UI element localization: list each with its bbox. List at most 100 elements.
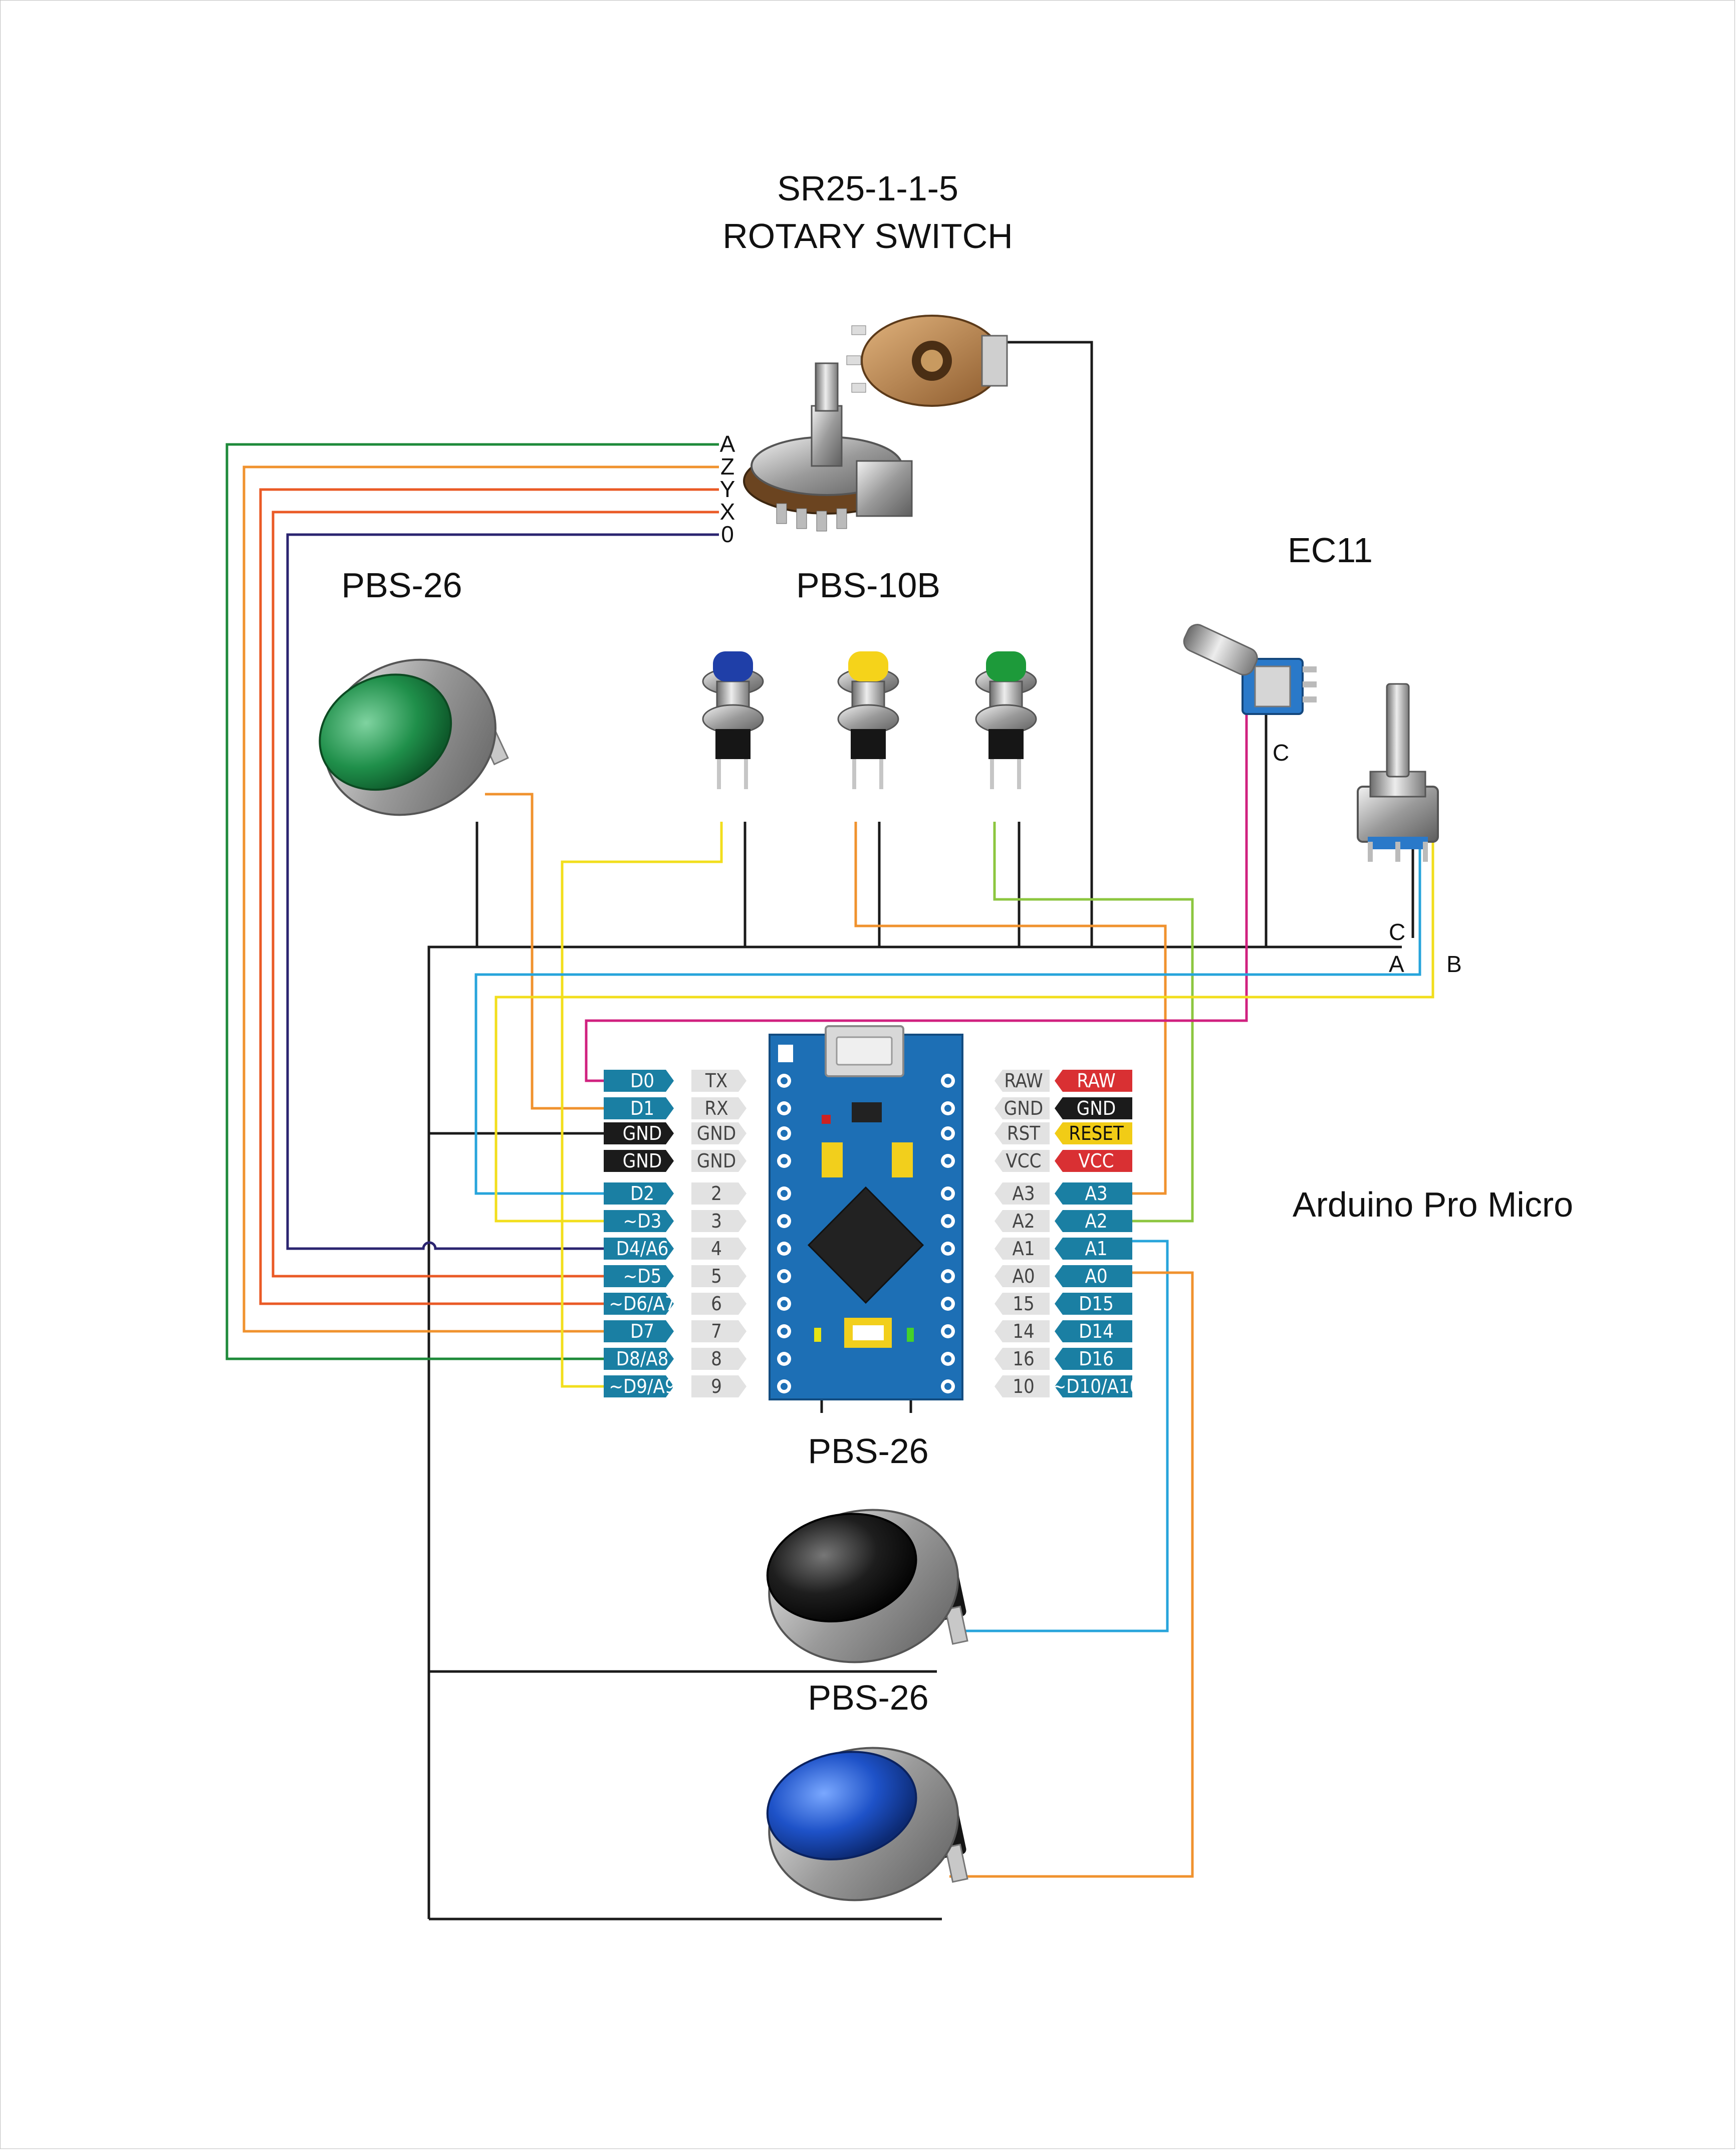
pin-label-bg [604, 1293, 674, 1315]
pbs10b-title: PBS-10B [796, 566, 940, 605]
pin-number: RST [1007, 1122, 1040, 1144]
pin-label-bg [1055, 1182, 1132, 1205]
pin-label-bg [1055, 1122, 1132, 1144]
pin-label: A3 [1085, 1182, 1107, 1205]
pin-number: A1 [1012, 1238, 1035, 1260]
pin-number: 4 [711, 1238, 722, 1260]
pin-number-bg [995, 1265, 1050, 1287]
ec11-title: EC11 [1288, 531, 1373, 570]
rotary-pin-z: Z [720, 453, 734, 480]
arduino-board-icon [769, 1025, 963, 1400]
pin-number: 15 [1013, 1293, 1035, 1315]
pin-label: ~D9/A9 [609, 1375, 675, 1397]
pin-number-bg [995, 1293, 1050, 1315]
pin-label: D15 [1079, 1293, 1114, 1315]
right-pin-8: 15 D15 [995, 1293, 1132, 1315]
pin-number-bg [691, 1238, 747, 1260]
pin-number-bg [995, 1150, 1050, 1172]
pin-label-bg [1055, 1238, 1132, 1260]
wire-pbs26-blue-to-a0 [949, 1271, 1194, 1878]
wire-encoder-switch-to-d0 [585, 714, 1248, 1082]
wire-rotary-y-to-d6 [259, 488, 719, 1305]
right-pin-3: VCC VCC [995, 1150, 1132, 1172]
rotary-switch-model-title: SR25-1-1-5 [777, 169, 958, 208]
push-button-green-icon [319, 658, 509, 816]
pin-number: A2 [1012, 1210, 1035, 1232]
pin-number: 6 [711, 1293, 722, 1315]
pin-label-bg [1055, 1097, 1132, 1119]
wire-pbs10b-yellow-to-a3 [854, 822, 1167, 1195]
pin-label-bg [604, 1122, 674, 1144]
pbs26-left-title: PBS-26 [341, 566, 462, 605]
pin-label-bg [604, 1182, 674, 1205]
pin-label-bg [604, 1375, 674, 1397]
pin-label-bg [604, 1320, 674, 1342]
pin-number-bg [691, 1265, 747, 1287]
pin-number: 10 [1013, 1375, 1035, 1397]
pin-label: GND [623, 1150, 662, 1172]
push-button-yellow-small-icon [837, 651, 899, 789]
wire-rotary-a-to-d8 [225, 443, 719, 1360]
rotary-pin-x: X [720, 499, 735, 525]
left-pin-9: D7 7 [604, 1320, 747, 1342]
wire-encoder-a-to-d2 [474, 822, 1421, 1195]
rotary-encoder-icon [1183, 624, 1439, 862]
pin-number: 7 [711, 1320, 722, 1342]
encoder-label-b: B [1446, 951, 1462, 977]
pin-label: VCC [1078, 1150, 1114, 1172]
pin-label: GND [623, 1122, 662, 1144]
pin-label: D2 [630, 1182, 654, 1205]
encoder-label-a: A [1389, 951, 1404, 977]
pin-label-bg [604, 1210, 674, 1232]
pin-number-bg [995, 1238, 1050, 1260]
encoder-labels: C C A B [1273, 740, 1462, 977]
wire-encoder-b-to-d3 [494, 822, 1434, 1223]
pin-number-bg [691, 1210, 747, 1232]
pin-number-bg [691, 1150, 747, 1172]
pin-number: GND [697, 1150, 736, 1172]
pin-number: 9 [711, 1375, 722, 1397]
encoder-label-c: C [1389, 919, 1405, 945]
pin-number: RAW [1004, 1070, 1043, 1092]
pin-label: D14 [1079, 1320, 1114, 1342]
pin-label: A0 [1085, 1265, 1107, 1287]
pin-label: D1 [630, 1097, 654, 1119]
pin-label: D4/A6 [616, 1238, 669, 1260]
pin-label-bg [1055, 1210, 1132, 1232]
pin-number-bg [995, 1097, 1050, 1119]
pin-number: TX [705, 1070, 727, 1092]
pin-number-bg [995, 1320, 1050, 1342]
pin-number-bg [691, 1320, 747, 1342]
pin-label-bg [604, 1150, 674, 1172]
wire-rotary-z-to-d7 [242, 465, 719, 1333]
pin-label: D0 [630, 1070, 654, 1092]
pin-label-bg [604, 1070, 674, 1092]
wire-pbs10b-green-to-a2 [993, 822, 1194, 1223]
pin-number: 16 [1013, 1348, 1035, 1370]
wire-rotary-x-to-d5 [272, 511, 719, 1278]
pin-label-bg [604, 1097, 674, 1119]
pin-number-bg [995, 1210, 1050, 1232]
pin-label: GND [1077, 1097, 1116, 1119]
pin-number-bg [995, 1070, 1050, 1092]
pin-label: D7 [630, 1320, 654, 1342]
left-pin-6: D4/A6 4 [604, 1238, 747, 1260]
pin-number: VCC [1006, 1150, 1041, 1172]
pin-label-bg [1055, 1320, 1132, 1342]
pin-label: RAW [1077, 1070, 1115, 1092]
rotary-pin-labels: A Z Y X 0 [720, 431, 735, 547]
rotary-switch-icon [743, 315, 1008, 532]
left-pin-3: GND GND [604, 1150, 747, 1172]
pin-label: ~D3 [623, 1210, 662, 1232]
